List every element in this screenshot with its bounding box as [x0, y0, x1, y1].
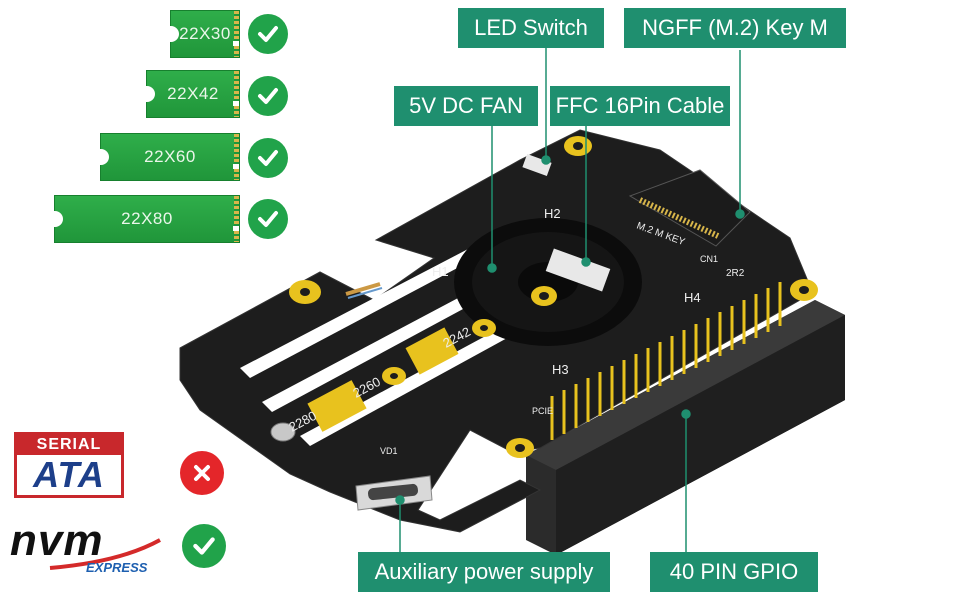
silk-r: 2R2	[726, 268, 745, 279]
check-icon	[248, 199, 288, 239]
nvm-logo-text: nvm	[10, 516, 104, 565]
nvm-express-logo: nvm EXPRESS	[10, 516, 170, 582]
ssd-size-label: 22X80	[121, 209, 173, 228]
check-icon	[248, 14, 288, 54]
mount-label-h2: H2	[544, 206, 561, 221]
serial-ata-top-text: SERIAL	[17, 435, 121, 455]
serial-ata-logo: SERIAL ATA	[14, 432, 124, 498]
callout-fan: 5V DC FAN	[394, 86, 538, 126]
ssd-2260: 22X60	[100, 133, 240, 181]
callout-led-switch: LED Switch	[458, 8, 604, 48]
nvm-swoosh	[49, 538, 161, 570]
callout-ngff: NGFF (M.2) Key M	[624, 8, 846, 48]
nvm-express-text: EXPRESS	[86, 560, 148, 575]
mount-label-h1: H1	[432, 264, 449, 279]
ssd-2242: 22X42	[146, 70, 240, 118]
silk-cn1: CN1	[700, 254, 718, 264]
ssd-size-label: 22X42	[167, 84, 219, 103]
silk-pcie: PCIE	[532, 406, 553, 416]
ssd-2280: 22X80	[54, 195, 240, 243]
mount-label-h3: H3	[552, 362, 569, 377]
check-icon	[248, 138, 288, 178]
serial-ata-bottom-text: ATA	[33, 454, 105, 495]
gpio-pins	[550, 282, 782, 440]
silk-vd1: VD1	[380, 446, 398, 456]
m2-socket	[628, 169, 751, 247]
mount-label-h4: H4	[684, 290, 701, 305]
ssd-size-label: 22X30	[179, 24, 231, 43]
ssd-size-label: 22X60	[144, 147, 196, 166]
callout-aux-power: Auxiliary power supply	[358, 552, 610, 592]
cross-icon	[180, 451, 224, 495]
callout-ffc: FFC 16Pin Cable	[550, 86, 730, 126]
check-icon	[248, 76, 288, 116]
callout-gpio: 40 PIN GPIO	[650, 552, 818, 592]
check-icon	[182, 524, 226, 568]
ssd-2230: 22X30	[170, 10, 240, 58]
